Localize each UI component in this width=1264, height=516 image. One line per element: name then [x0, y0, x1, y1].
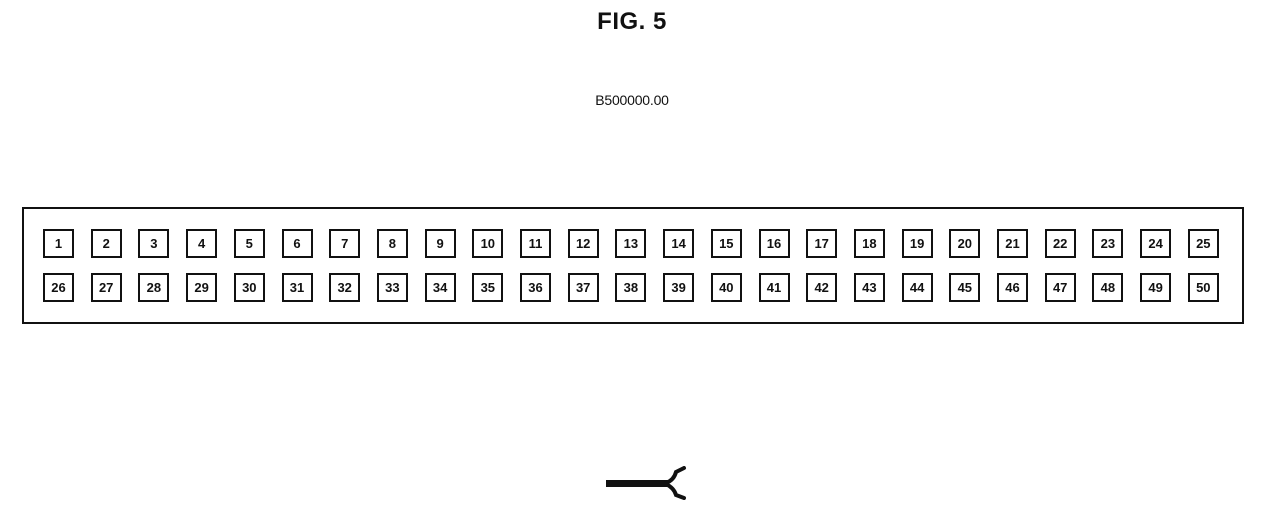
pin-8: 8 — [376, 229, 408, 258]
pin-32: 32 — [329, 273, 361, 302]
pin-4: 4 — [186, 229, 218, 258]
pin-45: 45 — [949, 273, 981, 302]
connector-key-icon — [606, 466, 686, 500]
pin-12: 12 — [567, 229, 599, 258]
pin-18: 18 — [853, 229, 885, 258]
pin-5: 5 — [233, 229, 265, 258]
pin-37: 37 — [567, 273, 599, 302]
pin-29: 29 — [186, 273, 218, 302]
pin-21: 21 — [997, 229, 1028, 258]
pin-7: 7 — [329, 229, 361, 258]
pin-30: 30 — [233, 273, 265, 302]
pin-23: 23 — [1092, 229, 1124, 258]
pin-17: 17 — [806, 229, 838, 258]
pin-38: 38 — [615, 273, 647, 302]
pin-10: 10 — [472, 229, 504, 258]
pin-15: 15 — [710, 229, 742, 258]
pin-48: 48 — [1092, 273, 1124, 302]
pin-40: 40 — [710, 273, 742, 302]
pin-50: 50 — [1187, 273, 1219, 302]
pin-34: 34 — [424, 273, 456, 302]
pin-39: 39 — [663, 273, 695, 302]
pin-49: 49 — [1140, 273, 1172, 302]
pin-3: 3 — [138, 229, 170, 258]
pin-42: 42 — [806, 273, 838, 302]
pin-33: 33 — [376, 273, 408, 302]
pin-47: 47 — [1044, 273, 1076, 302]
pin-14: 14 — [663, 229, 695, 258]
pin-9: 9 — [424, 229, 456, 258]
pin-24: 24 — [1140, 229, 1172, 258]
pin-11: 11 — [520, 229, 551, 258]
pin-36: 36 — [520, 273, 551, 302]
pin-28: 28 — [138, 273, 170, 302]
figure-title: FIG. 5 — [597, 8, 667, 35]
pin-1: 1 — [43, 229, 74, 258]
pin-31: 31 — [281, 273, 313, 302]
pin-25: 25 — [1187, 229, 1219, 258]
pin-16: 16 — [758, 229, 790, 258]
pin-13: 13 — [615, 229, 647, 258]
pin-44: 44 — [901, 273, 933, 302]
pin-35: 35 — [472, 273, 504, 302]
pin-20: 20 — [949, 229, 981, 258]
pin-41: 41 — [758, 273, 790, 302]
pin-43: 43 — [853, 273, 885, 302]
pin-22: 22 — [1044, 229, 1076, 258]
reference-code: B500000.00 — [595, 92, 669, 108]
pin-27: 27 — [90, 273, 122, 302]
pin-19: 19 — [901, 229, 933, 258]
pin-46: 46 — [997, 273, 1028, 302]
pin-6: 6 — [281, 229, 313, 258]
pin-2: 2 — [90, 229, 122, 258]
pin-26: 26 — [43, 273, 74, 302]
